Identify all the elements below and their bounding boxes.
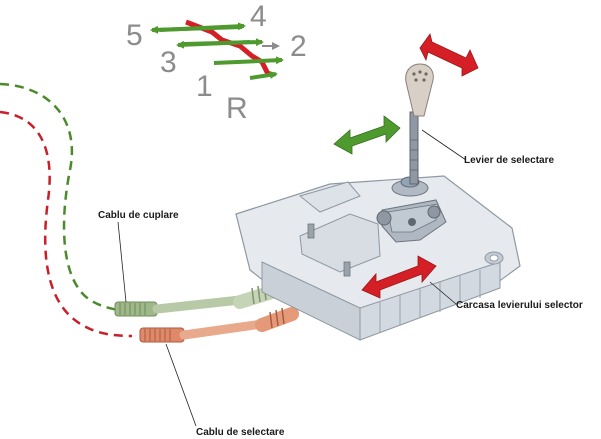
- label-coupling-cable: Cablu de cuplare: [98, 210, 179, 221]
- leader-selection-cable: [165, 343, 197, 427]
- leader-coupling-cable: [117, 221, 127, 303]
- red-double-arrow-bottom-icon: [361, 255, 437, 299]
- gear-number-5: 5: [126, 19, 143, 52]
- gear-pattern-line-r: [249, 70, 278, 80]
- gear-number-3: 3: [160, 46, 177, 79]
- green-double-arrow-icon: [333, 115, 401, 155]
- knob-pattern-icon: [412, 70, 428, 82]
- gear-number-4: 4: [250, 0, 267, 33]
- gear-shift-pattern: 5 4 3 2 1 R: [126, 0, 307, 125]
- selector-housing: [235, 175, 521, 341]
- label-selector-lever: Levier de selectare: [464, 155, 554, 166]
- gear-number-1: 1: [196, 70, 213, 103]
- gear-number-2: 2: [290, 30, 307, 63]
- label-selection-cable: Cablu de selectare: [196, 427, 285, 438]
- label-selector-housing: Carcasa levierului selector: [456, 300, 583, 311]
- selection-cable-route: [0, 110, 133, 338]
- leader-selector-lever: [421, 129, 467, 161]
- selection-cable: [139, 307, 299, 343]
- red-double-arrow-top-icon: [419, 33, 479, 77]
- coupling-cable-route: [0, 82, 119, 312]
- gear-number-r: R: [226, 92, 248, 125]
- coupling-cable: [114, 283, 279, 317]
- selector-lever: [405, 63, 434, 185]
- lever-knob: [405, 63, 434, 117]
- leader-selector-housing: [429, 281, 457, 305]
- gear-pattern-line-1-r: [213, 56, 284, 65]
